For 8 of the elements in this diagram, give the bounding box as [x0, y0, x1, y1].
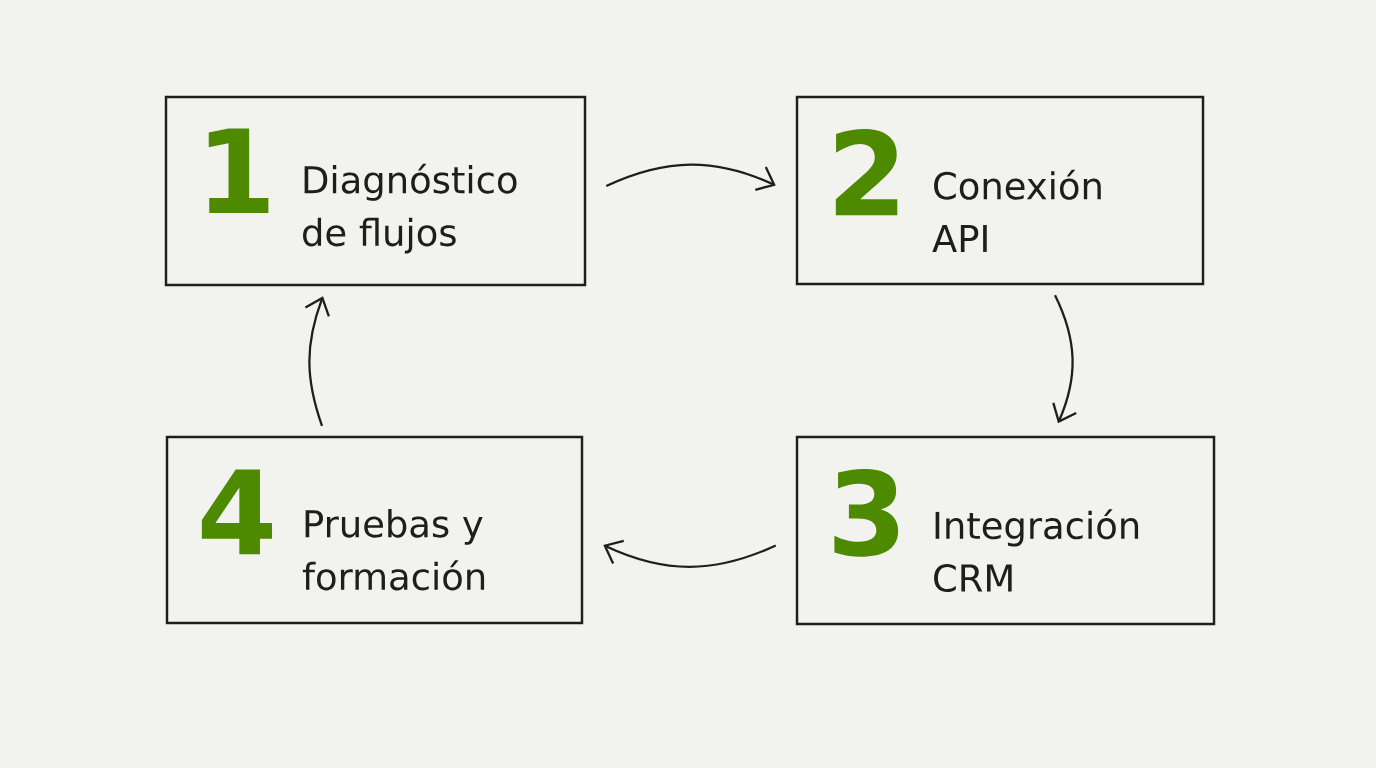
step-box: 4 Pruebas y formación	[165, 435, 584, 625]
curved-arrow	[603, 539, 777, 568]
step-box: 3 Integración CRM	[795, 435, 1216, 626]
curved-arrow	[605, 163, 776, 191]
step-box: 2 Conexión API	[795, 95, 1205, 286]
step-box: 1 Diagnóstico de flujos	[164, 95, 587, 287]
curved-arrow	[304, 296, 330, 427]
curved-arrow	[1052, 294, 1077, 424]
